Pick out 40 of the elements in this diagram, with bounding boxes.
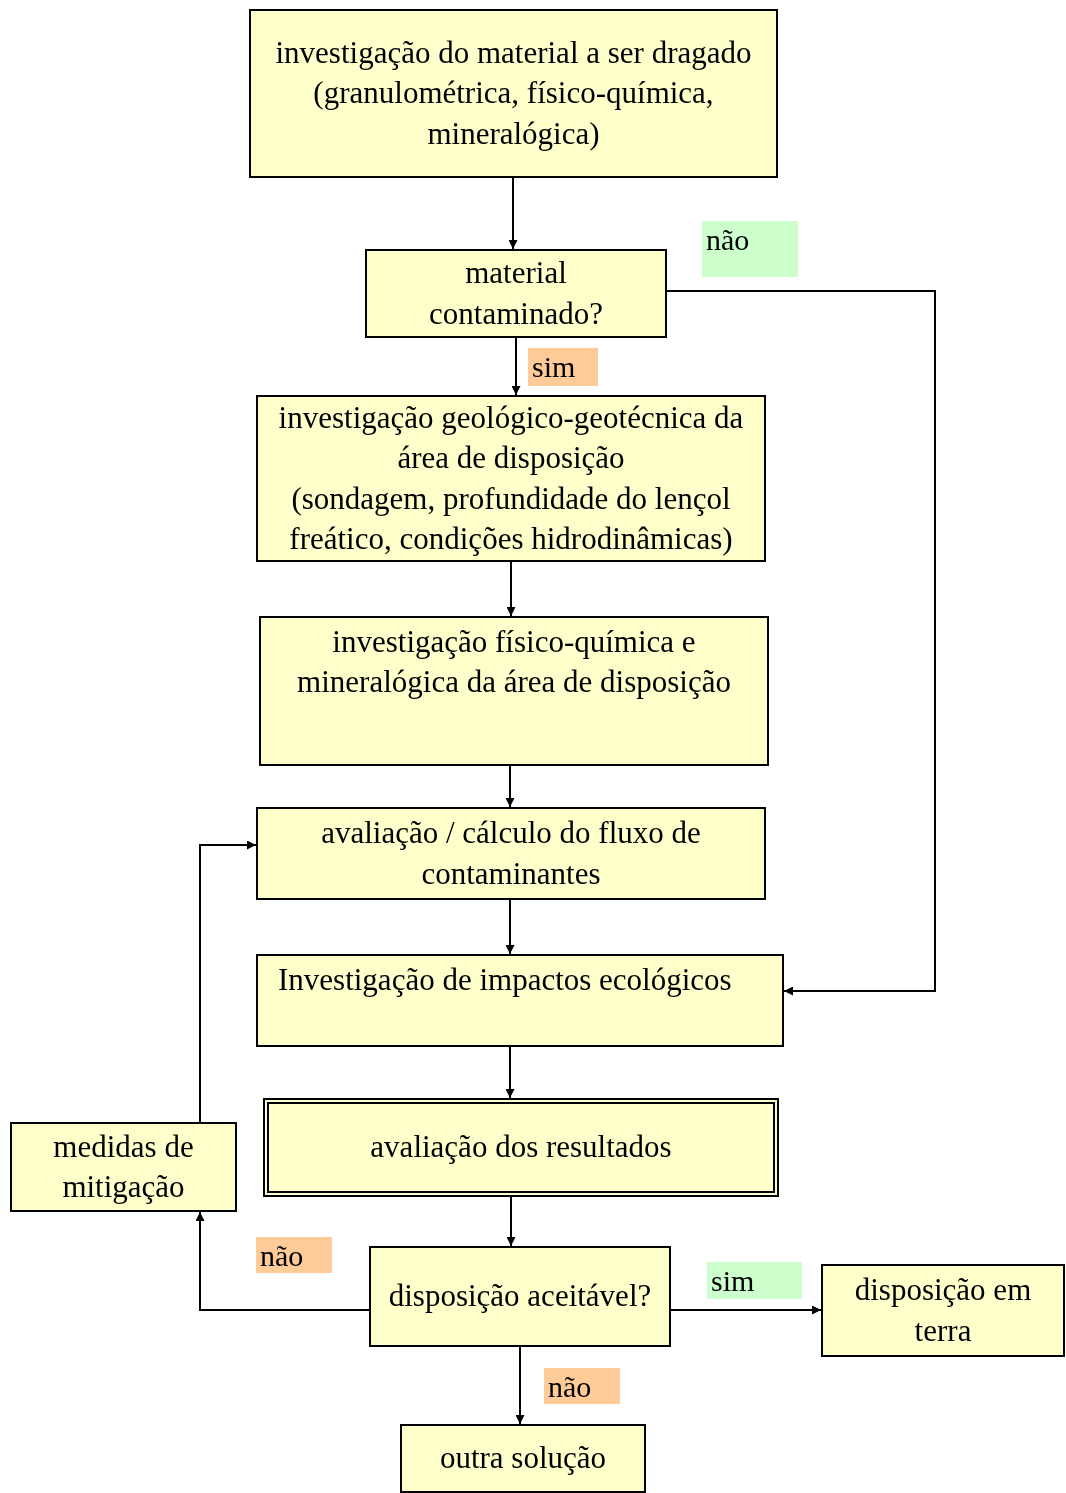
process-box [256,954,784,1047]
arrow [670,1305,822,1315]
edge-label: não [702,221,798,277]
arrow [505,1046,515,1099]
edge-label: sim [528,348,598,386]
process-box [256,395,766,562]
process-box [821,1264,1065,1357]
arrow [666,290,936,996]
arrow [195,1211,370,1311]
box-text: material contaminado? [428,254,604,333]
arrow [199,840,257,1123]
box-text: (sondagem, profundidade do lençol freático, condições hidrodinâmicas) [288,479,734,558]
process-box [259,616,769,766]
arrow [511,337,521,396]
process-box [10,1122,237,1212]
process-box [369,1246,671,1347]
box-text: disposição em terra [853,1271,1033,1350]
arrow [506,561,516,617]
edge-label: não [256,1237,332,1273]
box-text: avaliação / cálculo do fluxo de contaminantes [320,814,702,893]
box-text: avaliação dos resultados [370,1128,672,1167]
box-text: medidas de mitigação [52,1127,195,1206]
process-box [249,9,778,178]
edge-label: não [544,1368,620,1404]
edge-label: sim [707,1262,802,1299]
box-text: outra solução [439,1439,607,1478]
arrow [505,899,515,955]
box-text: Investigação de impactos ecológicos [278,961,732,999]
box-text: investigação físico-química e mineralógica da área de disposição [296,623,732,702]
arrow [508,177,518,250]
arrow [506,1196,516,1247]
process-box [256,807,766,900]
box-text: investigação do material a ser dragado (granulométrica, físico-química, mineralógica) [274,34,753,153]
process-box [365,249,667,338]
arrow [505,765,515,808]
process-box [400,1424,646,1493]
box-text: investigação geológico-geotécnica da área de disposição [277,398,745,478]
box-text: disposição aceitável? [388,1277,652,1316]
process-box [263,1098,779,1197]
arrow [515,1346,525,1425]
